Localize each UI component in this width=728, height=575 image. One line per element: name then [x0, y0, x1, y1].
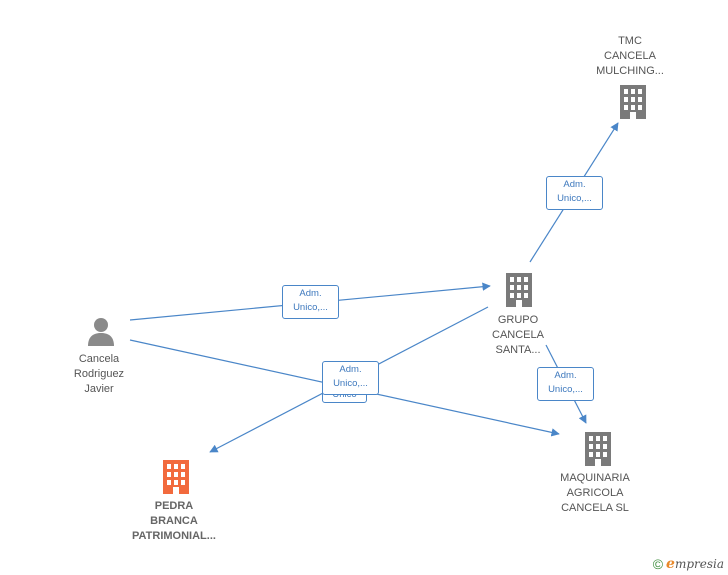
- tmc-line-3: MULCHING...: [596, 65, 664, 77]
- edge-label-line-2: Unico,...: [293, 302, 328, 313]
- grupo-line-2: CANCELA: [492, 329, 544, 341]
- building-icon[interactable]: [618, 85, 648, 119]
- edge-label-line-1: Adm.: [339, 364, 362, 375]
- maquinaria-line-2: AGRICOLA: [566, 487, 624, 499]
- edge-label-grupo-maquinaria[interactable]: Adm. Unico,...: [537, 367, 594, 401]
- pedra-line-2: BRANCA: [150, 515, 198, 527]
- edge-label-center[interactable]: Adm. Unico,...: [322, 361, 379, 395]
- maquinaria-label[interactable]: MAQUINARIA AGRICOLA CANCELA SL: [530, 471, 660, 516]
- edge-label-person-grupo[interactable]: Adm. Unico,...: [282, 285, 339, 319]
- tmc-label[interactable]: TMC CANCELA MULCHING...: [565, 34, 695, 79]
- edge-label-line-1: Adm.: [563, 179, 586, 190]
- empresia-watermark[interactable]: © empresia: [653, 556, 724, 572]
- person-name-line-2: Rodriguez: [73, 368, 125, 380]
- edge-label-line-2: Unico,...: [548, 384, 583, 395]
- pedra-line-3: PATRIMONIAL...: [132, 530, 216, 542]
- brand-initial: e: [666, 556, 675, 572]
- brand-name: mpresia: [674, 557, 724, 571]
- person-name-line-1: Cancela: [78, 353, 120, 365]
- building-icon[interactable]: [583, 432, 613, 466]
- building-icon[interactable]: [504, 273, 534, 307]
- edge-label-grupo-tmc[interactable]: Adm. Unico,...: [546, 176, 603, 210]
- building-icon[interactable]: [161, 460, 191, 494]
- maquinaria-line-3: CANCELA SL: [561, 502, 629, 514]
- grupo-line-3: SANTA...: [495, 344, 541, 356]
- tmc-line-1: TMC: [618, 35, 642, 47]
- maquinaria-line-1: MAQUINARIA: [560, 472, 630, 484]
- edge-label-line-2: Unico,...: [333, 378, 368, 389]
- edge-label-line-2: Unico,...: [557, 193, 592, 204]
- tmc-line-2: CANCELA: [604, 50, 656, 62]
- copyright-icon: ©: [652, 556, 664, 572]
- person-icon[interactable]: [86, 316, 116, 346]
- person-name-line-3: Javier: [84, 383, 114, 395]
- pedra-label[interactable]: PEDRA BRANCA PATRIMONIAL...: [109, 499, 239, 544]
- brand-logo: empresia: [666, 556, 724, 572]
- grupo-label[interactable]: GRUPO CANCELA SANTA...: [453, 313, 583, 358]
- edge-label-line-1: Adm.: [299, 288, 322, 299]
- pedra-line-1: PEDRA: [154, 500, 194, 512]
- person-label[interactable]: Cancela Rodriguez Javier: [34, 352, 164, 397]
- edge-label-line-1: Adm.: [554, 370, 577, 381]
- grupo-line-1: GRUPO: [497, 314, 539, 326]
